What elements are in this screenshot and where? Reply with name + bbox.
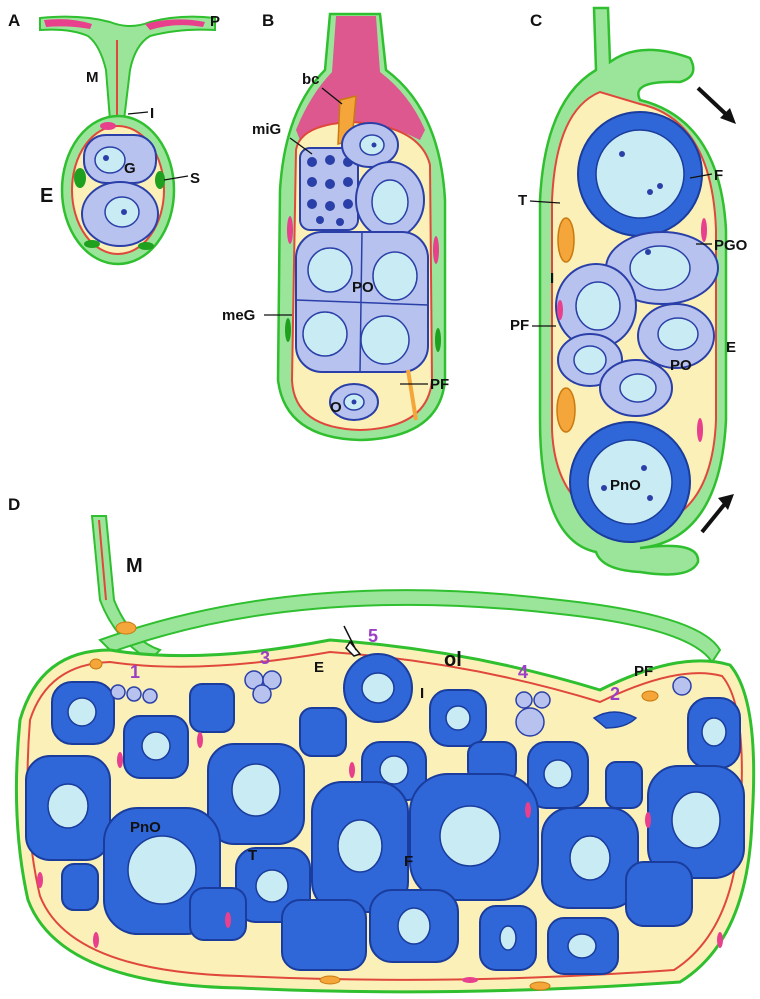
follicle-top-nucleus — [596, 130, 684, 218]
label-t-c: T — [518, 192, 527, 209]
germ-nucleus-upper — [95, 147, 125, 173]
label-pf-d: PF — [634, 663, 653, 680]
label-e-d: E — [314, 659, 324, 676]
panel-letter-d: D — [8, 495, 20, 514]
label-po-b: PO — [352, 279, 374, 296]
panel-c: C F T PGO I PF E PO PnO — [510, 8, 748, 574]
label-po-c: PO — [670, 357, 692, 374]
panel-b: B bc miG PO meG O PF — [222, 11, 449, 440]
label-m-d: M — [126, 555, 143, 577]
stage-number-2: 2 — [610, 684, 620, 704]
mesovarium-sheet — [40, 17, 215, 120]
label-g: G — [124, 160, 136, 177]
stage-number-5: 5 — [368, 626, 378, 646]
panel-letter-c: C — [530, 11, 542, 30]
panel-a: A P M I G E S — [8, 11, 220, 264]
stage-number-1: 1 — [130, 662, 140, 682]
label-bc: bc — [302, 71, 320, 88]
label-e: E — [40, 185, 53, 207]
label-t-d: T — [248, 847, 257, 864]
panel-letter-a: A — [8, 11, 20, 30]
panel-letter-b: B — [262, 11, 274, 30]
label-mig: miG — [252, 121, 281, 138]
label-s: S — [190, 170, 200, 187]
label-pf-c: PF — [510, 317, 529, 334]
label-i-d: I — [420, 685, 424, 702]
label-meg: meG — [222, 307, 255, 324]
label-f-c: F — [714, 167, 723, 184]
label-i-c: I — [550, 270, 554, 287]
label-ol: ol — [444, 649, 462, 671]
label-m: M — [86, 69, 99, 86]
stage-number-4: 4 — [518, 662, 528, 682]
label-pno-c: PnO — [610, 477, 641, 494]
label-pno-d: PnO — [130, 819, 161, 836]
label-pgo: PGO — [714, 237, 748, 254]
label-o: O — [330, 399, 342, 416]
label-p: P — [210, 13, 220, 30]
label-i: I — [150, 105, 154, 122]
label-f-d: F — [404, 853, 413, 870]
label-pf-b: PF — [430, 376, 449, 393]
stage-number-3: 3 — [260, 648, 270, 668]
label-e-c: E — [726, 339, 736, 356]
